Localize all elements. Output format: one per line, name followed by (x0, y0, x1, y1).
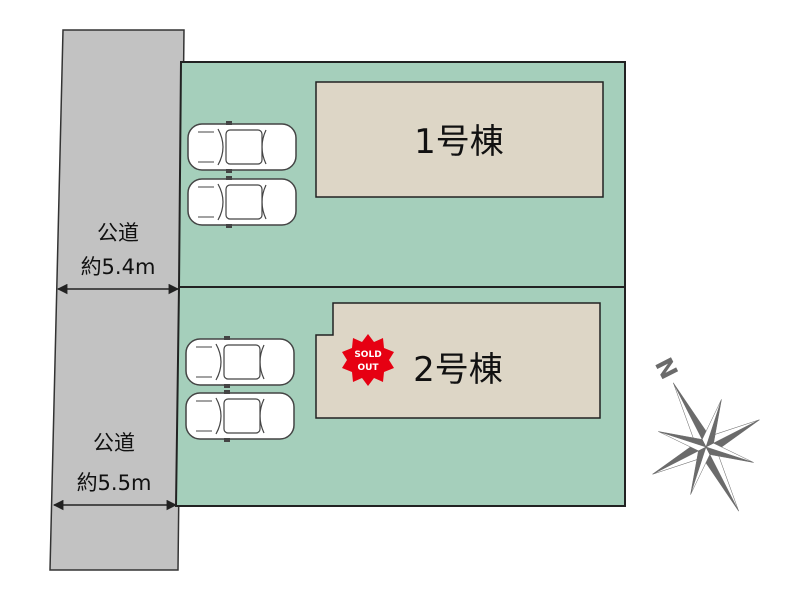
compass-icon: N (649, 353, 760, 512)
road-1-name: 公道 (97, 221, 139, 245)
out-text: OUT (357, 363, 379, 373)
road-1-width: 約5.4m (81, 255, 156, 279)
building-2-label: 2号棟 (413, 350, 503, 390)
sold-text: SOLD (354, 350, 381, 360)
road-2-name: 公道 (93, 431, 135, 455)
parking-car (185, 389, 295, 443)
road-2-width: 約5.5m (77, 471, 152, 495)
parking-car (187, 120, 297, 174)
building-1 (315, 81, 604, 198)
building-1-label: 1号棟 (414, 122, 504, 162)
parking-car (187, 175, 297, 229)
sold-out-badge: SOLD OUT (342, 334, 394, 386)
building-2 (315, 302, 601, 419)
compass-north-label: N (649, 353, 683, 384)
public-road (49, 29, 185, 571)
parking-car (185, 335, 295, 389)
